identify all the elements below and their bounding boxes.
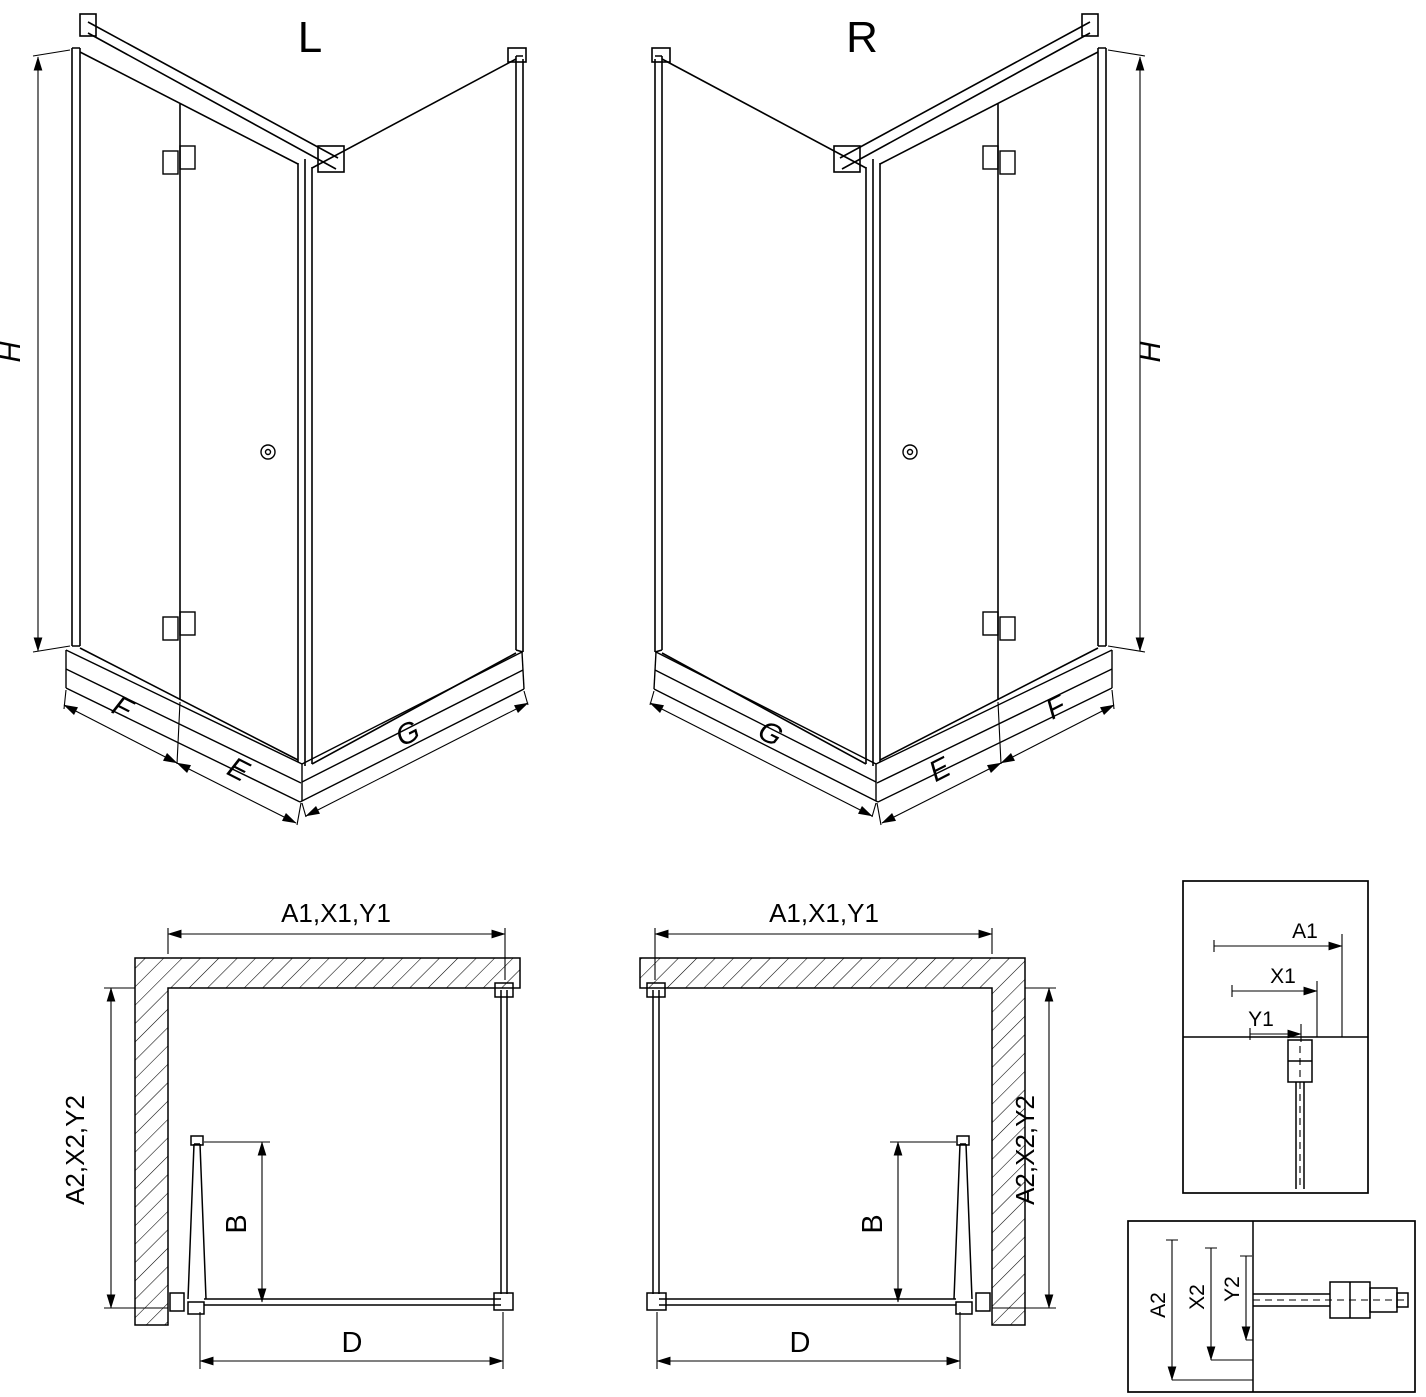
plan-left-depth-label: A2,X2,Y2: [60, 1095, 90, 1205]
elevation-right-title: R: [846, 13, 878, 62]
dim-label-h-right: H: [1135, 341, 1167, 362]
dim-label-e-left: E: [222, 751, 254, 789]
plan-left-door-label: B: [221, 1214, 253, 1233]
plan-right-inner-width-label: D: [790, 1327, 811, 1359]
detail-label-y1: Y1: [1248, 1008, 1274, 1031]
elevation-left-drawing: [33, 14, 528, 825]
detail-box-horizontal: [1182, 880, 1369, 1194]
elevation-right-drawing: [650, 14, 1145, 825]
plan-left-wall: [134, 957, 521, 1326]
dim-label-g-right: G: [753, 715, 788, 754]
plan-right-width-label: A1,X1,Y1: [769, 898, 879, 928]
detail-box-vertical: [1127, 1220, 1416, 1393]
dim-label-g-left: G: [391, 715, 426, 754]
detail-dimension-arrows: [1213, 934, 1343, 1042]
detail-label-y2: Y2: [1221, 1276, 1244, 1302]
elevation-left-title: L: [298, 13, 322, 62]
plan-right-door-label: B: [857, 1214, 889, 1233]
detail-label-a1: A1: [1292, 920, 1318, 943]
wall-profile-section-side: [1253, 1281, 1409, 1319]
plan-right-wall: [639, 957, 1026, 1326]
detail-label-x1: X1: [1270, 965, 1296, 988]
detail-dimension-arrows-vertical: [1166, 1239, 1253, 1381]
detail-label-x2: X2: [1186, 1284, 1209, 1310]
dim-label-h-left: H: [0, 341, 27, 362]
plan-left-inner-width-label: D: [342, 1327, 363, 1359]
wall-profile-section: [1287, 1039, 1313, 1189]
plan-left-width-label: A1,X1,Y1: [281, 898, 391, 928]
dim-label-e-right: E: [924, 751, 956, 789]
plan-right-depth-label: A2,X2,Y2: [1010, 1095, 1040, 1205]
detail-label-a2: A2: [1147, 1292, 1170, 1318]
